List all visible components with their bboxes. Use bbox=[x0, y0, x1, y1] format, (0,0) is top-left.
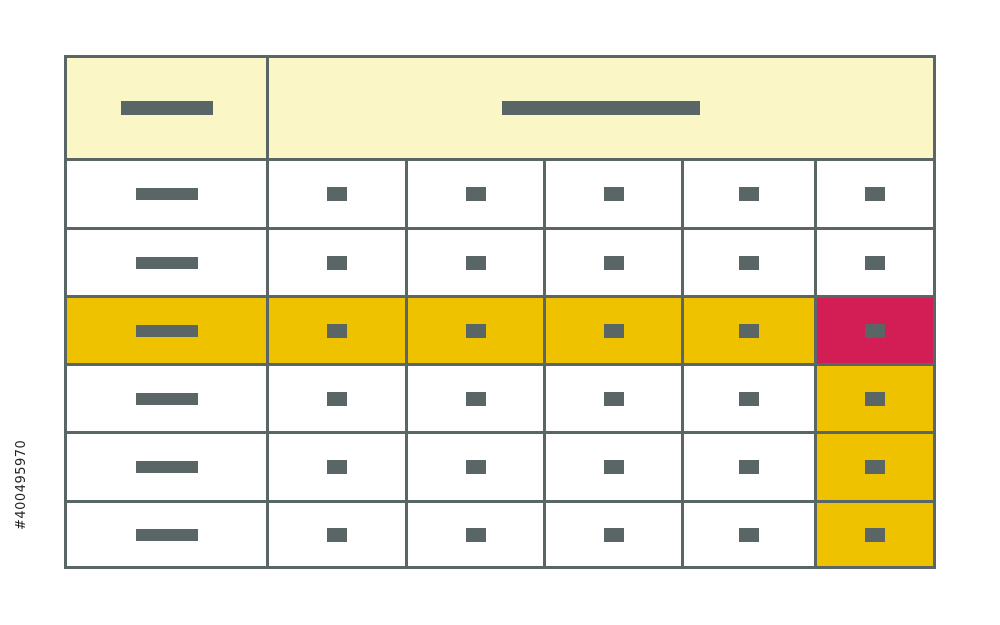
table-cell bbox=[405, 158, 546, 230]
table-cell bbox=[814, 500, 936, 569]
table-cell bbox=[266, 295, 408, 366]
cell-placeholder-mark bbox=[603, 187, 624, 201]
cell-placeholder-mark bbox=[865, 460, 885, 474]
table-cell bbox=[681, 363, 817, 434]
cell-placeholder-mark bbox=[739, 527, 759, 542]
cell-placeholder-mark bbox=[603, 323, 624, 338]
cell-placeholder-mark bbox=[327, 391, 347, 406]
cell-placeholder-mark bbox=[739, 187, 759, 201]
row-label-placeholder-bar bbox=[135, 392, 198, 405]
cell-placeholder-mark bbox=[465, 323, 486, 338]
stock-id-text: #400495970 bbox=[14, 439, 29, 531]
cell-placeholder-mark bbox=[865, 527, 885, 542]
table-cell bbox=[543, 431, 684, 503]
table-cell bbox=[405, 227, 546, 298]
cell-placeholder-mark bbox=[465, 255, 486, 270]
row-label-cell bbox=[64, 431, 269, 503]
table-cell bbox=[266, 227, 408, 298]
row-label-placeholder-bar bbox=[135, 528, 198, 541]
cell-placeholder-mark bbox=[739, 391, 759, 406]
table-cell bbox=[814, 158, 936, 230]
table-cell bbox=[681, 500, 817, 569]
cell-placeholder-mark bbox=[603, 391, 624, 406]
row-label-placeholder-bar bbox=[135, 188, 198, 200]
table-cell bbox=[543, 500, 684, 569]
row-label-cell bbox=[64, 158, 269, 230]
header-cell-row-label bbox=[64, 55, 269, 161]
cell-placeholder-mark bbox=[327, 323, 347, 338]
table-cell bbox=[405, 431, 546, 503]
row-label-cell bbox=[64, 363, 269, 434]
table-cell bbox=[266, 158, 408, 230]
row-label-cell bbox=[64, 500, 269, 569]
cell-placeholder-mark bbox=[327, 255, 347, 270]
cell-placeholder-mark bbox=[465, 460, 486, 474]
table-cell bbox=[543, 227, 684, 298]
cell-placeholder-mark bbox=[327, 187, 347, 201]
header-placeholder-bar bbox=[120, 101, 213, 115]
cell-placeholder-mark bbox=[865, 187, 885, 201]
table-cell bbox=[681, 227, 817, 298]
table-cell bbox=[405, 295, 546, 366]
header-cell-span bbox=[266, 55, 936, 161]
table-cell bbox=[681, 295, 817, 366]
cell-placeholder-mark bbox=[465, 391, 486, 406]
table-cell bbox=[543, 363, 684, 434]
table-cell bbox=[266, 431, 408, 503]
cell-placeholder-mark bbox=[465, 527, 486, 542]
row-label-placeholder-bar bbox=[135, 324, 198, 337]
table-cell bbox=[266, 500, 408, 569]
table-cell bbox=[266, 363, 408, 434]
table-cell bbox=[543, 295, 684, 366]
table-cell bbox=[681, 431, 817, 503]
cell-placeholder-mark bbox=[603, 527, 624, 542]
row-label-placeholder-bar bbox=[135, 256, 198, 269]
table-cell bbox=[543, 158, 684, 230]
cell-placeholder-mark bbox=[465, 187, 486, 201]
table-cell bbox=[814, 295, 936, 366]
cell-placeholder-mark bbox=[865, 323, 885, 338]
row-label-cell bbox=[64, 227, 269, 298]
table-cell bbox=[814, 431, 936, 503]
cell-placeholder-mark bbox=[739, 460, 759, 474]
table-cell bbox=[814, 363, 936, 434]
cell-placeholder-mark bbox=[327, 460, 347, 474]
table-cell bbox=[814, 227, 936, 298]
row-label-cell bbox=[64, 295, 269, 366]
cell-placeholder-mark bbox=[739, 255, 759, 270]
table-cell bbox=[405, 363, 546, 434]
cell-placeholder-mark bbox=[865, 391, 885, 406]
table-cell bbox=[681, 158, 817, 230]
cell-placeholder-mark bbox=[327, 527, 347, 542]
cell-placeholder-mark bbox=[603, 460, 624, 474]
cell-placeholder-mark bbox=[739, 323, 759, 338]
table-cell bbox=[405, 500, 546, 569]
header-span-placeholder-bar bbox=[502, 101, 700, 115]
cell-placeholder-mark bbox=[603, 255, 624, 270]
row-label-placeholder-bar bbox=[135, 461, 198, 473]
cell-placeholder-mark bbox=[865, 255, 885, 270]
